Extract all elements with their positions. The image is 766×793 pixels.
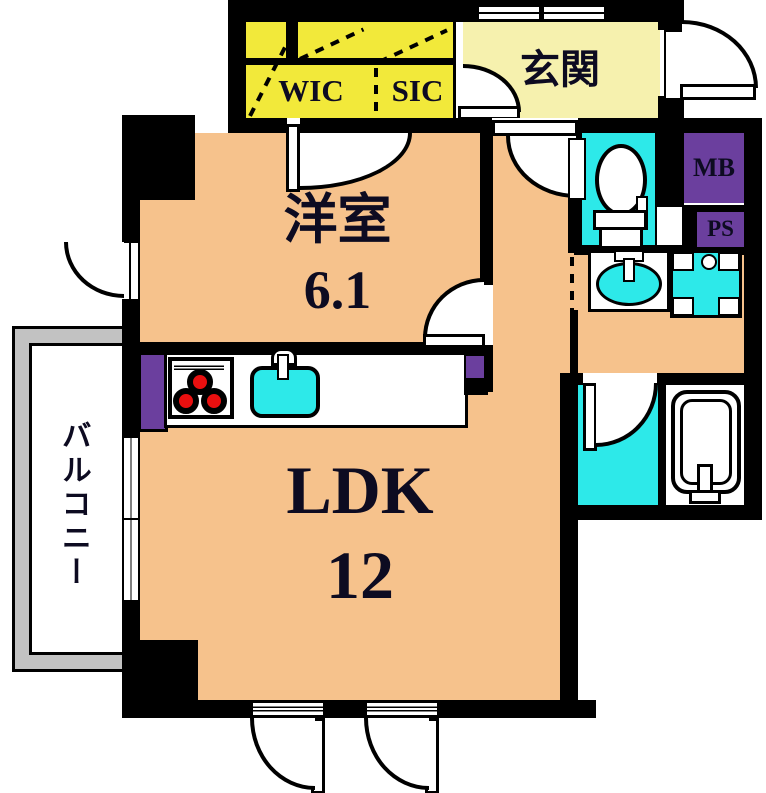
balcony-label: バルコニー [56,420,90,590]
wall-toilet-right [655,133,684,205]
genkan-label: 玄関 [520,47,600,92]
bathroom-door-opening [583,373,657,385]
wall-bedroom-kitchen [122,342,493,355]
wall-closet-left [228,0,246,133]
wall-notch-white [657,207,682,247]
wall-bedroom-corridor-upper [480,133,493,285]
ldk-size: 12 [326,536,394,613]
wic-door-leaf [286,124,300,192]
ldk-door2-sill [364,700,440,718]
balcony-window-1 [124,438,138,518]
wall-genkan-right-bottom [658,96,684,133]
wall-bottom [122,700,596,718]
stove-burner-2 [173,388,199,414]
wall-corridor-washroom-thin [570,310,578,378]
toilet-door [568,138,586,200]
closet-shelf-line [246,58,453,65]
wall-ldk-right [560,378,578,718]
balcony-floor [29,343,127,655]
bedroom-window-swing-arc [64,242,124,298]
stove-burner-3 [201,388,227,414]
wic-label: WIC [278,72,344,108]
wall-right [744,118,762,520]
bathtub-faucet-base [689,490,721,504]
ldk-label: LDK [286,451,434,528]
sic-label: SIC [391,72,444,108]
wall-bath-bottom [560,505,762,520]
washroom-door-dashed [570,257,574,313]
wall-bath-tub-divider [658,385,666,505]
bedroom-size: 6.1 [303,259,372,320]
room-bedroom-lower [140,200,195,342]
washing-machine-pan-icon [670,250,742,318]
genkan-top-window-1 [477,5,541,21]
ps-box: PS [697,212,744,247]
wall-genkan-right-top [658,22,684,30]
ldk-door1-arc [250,718,315,790]
genkan-top-window-2 [542,5,606,21]
stove-icon [168,357,234,419]
bedroom-label: 洋室 [283,189,392,250]
kitchen-right-pillar [466,356,484,378]
washbasin-faucet-stem [623,258,635,282]
bedroom-door-leaf [423,334,485,348]
washer-drain-icon [701,254,717,270]
entrance-door-arc [682,20,758,88]
wall-notch-bottomleft [122,640,198,718]
toilet-base [599,227,643,249]
wall-top [228,0,684,22]
wall-mb-top [680,118,744,133]
ldk-door1-sill [250,700,326,718]
ldk-door2-arc [364,718,429,790]
bedroom-left-window [122,240,138,302]
corridor-door-leaf [492,120,578,136]
mb-box: MB [684,133,744,203]
balcony-window-2 [124,520,138,600]
kitchen-faucet-stem [277,354,289,380]
entrance-door-leaf [680,84,756,100]
balcony-frame [12,326,130,672]
sic-door-leaf [458,106,520,120]
bathroom-door-leaf [583,383,597,451]
